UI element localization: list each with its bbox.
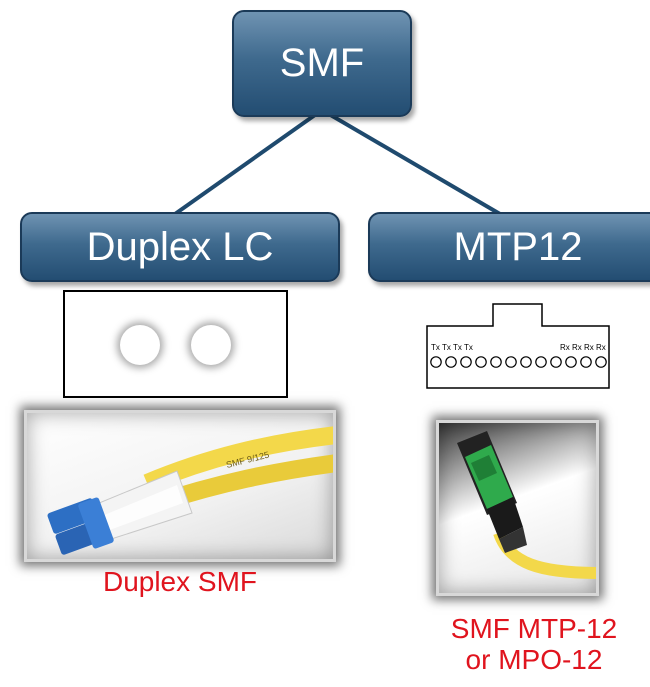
tx-label: Tx [464, 343, 473, 352]
duplex-lc-cable-illustration: SMF 9/125 [47, 426, 333, 555]
rx-label: Rx [596, 343, 606, 352]
branch-node-mtp12: MTP12 [368, 212, 650, 282]
mtp-cable-illustration [457, 431, 596, 579]
branch-node-label-left: Duplex LC [86, 224, 274, 269]
mtp-fiber-circle [475, 356, 487, 368]
mtp-fiber-circle [580, 356, 592, 368]
branch-node-label-right: MTP12 [453, 224, 583, 269]
mtp-caption: SMF MTP-12 or MPO-12 [418, 613, 650, 676]
mtp-fiber-row [430, 356, 607, 368]
mtp-fiber-circle [460, 356, 472, 368]
mtp-fiber-circle [445, 356, 457, 368]
root-node-smf: SMF [232, 10, 412, 117]
fiber-port-dot-1 [120, 325, 160, 365]
duplex-lc-endface-diagram [63, 290, 288, 398]
duplex-lc-cable-photo: SMF 9/125 [24, 410, 336, 562]
mtp-caption-line1: SMF MTP-12 [450, 613, 618, 644]
connector-line-right [320, 108, 502, 216]
mtp-fiber-circle [535, 356, 547, 368]
mtp-fiber-circle [520, 356, 532, 368]
tx-label: Tx [442, 343, 451, 352]
mtp12-endface-diagram: Tx Tx Tx Tx Rx Rx Rx Rx [426, 303, 610, 389]
tx-label: Tx [453, 343, 462, 352]
rx-label: Rx [584, 343, 594, 352]
connector-line-left [173, 108, 324, 216]
mtp-fiber-circle [565, 356, 577, 368]
mtp-fiber-circle [505, 356, 517, 368]
mtp-cable-photo [436, 420, 599, 596]
mtp-fiber-circle [430, 356, 442, 368]
branch-node-duplex-lc: Duplex LC [20, 212, 340, 282]
fiber-port-dot-2 [191, 325, 231, 365]
mtp-fiber-circle [550, 356, 562, 368]
rx-label: Rx [560, 343, 570, 352]
tx-label: Tx [431, 343, 440, 352]
mtp-connector-outline [426, 303, 610, 389]
root-node-label: SMF [279, 41, 365, 85]
mtp-caption-line2: or MPO-12 [465, 643, 603, 675]
rx-label: Rx [572, 343, 582, 352]
mtp-fiber-circle [490, 356, 502, 368]
mtp-fiber-circle [595, 356, 607, 368]
duplex-smf-caption: Duplex SMF [102, 566, 258, 597]
